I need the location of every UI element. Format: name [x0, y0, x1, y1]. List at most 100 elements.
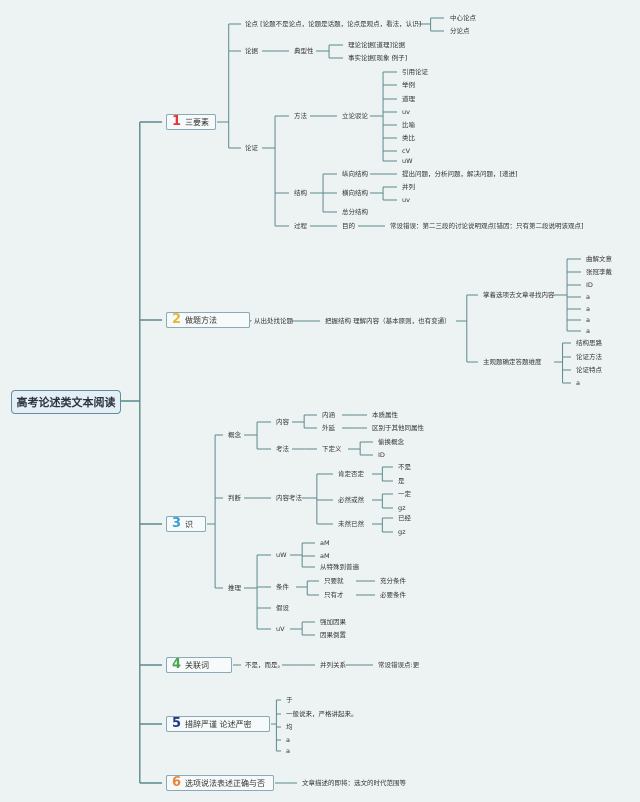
mindmap-node: 于: [286, 696, 293, 704]
mindmap-node: 必然或然: [338, 496, 364, 504]
mindmap-node: 是: [398, 477, 405, 485]
mindmap-node: 外延: [322, 424, 335, 432]
main-topic-label: 措辞严谨 论述严密: [185, 719, 252, 729]
main-topic-label: 选项说法表述正确与否: [185, 778, 266, 788]
mindmap-node: 方法: [294, 112, 307, 120]
mindmap-node: 只有才: [324, 591, 344, 599]
mindmap-node: 充分条件: [380, 577, 406, 585]
mindmap-node: 内容: [276, 418, 289, 426]
mindmap-node: 中心论点: [450, 14, 476, 22]
mindmap-node: 论据: [245, 47, 258, 55]
mindmap-node: 张冠李戴: [586, 268, 612, 276]
mindmap-node: 类比: [402, 134, 415, 142]
main-topic-label: 三要素: [185, 117, 210, 127]
mindmap-node: uv: [402, 108, 410, 116]
mindmap-node: 横向结构: [342, 189, 368, 197]
main-topic-number: 4: [172, 657, 182, 672]
mindmap-node: 分论点: [450, 27, 470, 35]
mindmap-node: a: [286, 747, 290, 755]
mindmap-node: gz: [398, 528, 406, 536]
mindmap-node: a: [586, 305, 590, 313]
mindmap-node: 典型性: [294, 47, 314, 55]
mindmap-node: 强加因果: [320, 618, 346, 626]
mindmap-node: aM: [320, 539, 330, 547]
mindmap-node: 本质属性: [372, 411, 398, 419]
mindmap-node: 均: [286, 723, 293, 731]
mindmap-node: 已经: [398, 514, 411, 522]
mindmap-node: uW: [402, 157, 413, 165]
mindmap-node: 结构: [294, 189, 307, 197]
mindmap-node: 文章描述的即将：选文的时代范围等: [302, 779, 406, 787]
mindmap-node: 条件: [276, 583, 289, 591]
mindmap-node: 只要就: [324, 577, 344, 585]
mindmap-node: uv: [402, 196, 410, 204]
mindmap-node: 并列关系: [320, 661, 346, 669]
mindmap-node: a: [586, 293, 590, 301]
mindmap-node: uW: [276, 551, 287, 559]
mindmap-node: 下定义: [322, 445, 342, 453]
mindmap-node: 概念: [228, 431, 241, 439]
mindmap-node: 不是: [398, 463, 411, 471]
mindmap-node: 过程: [294, 222, 307, 230]
mindmap-node: 掌着选项去文章寻找内容: [483, 291, 555, 299]
main-topic-number: 3: [172, 516, 182, 531]
mindmap-node: 判断: [228, 494, 241, 502]
mindmap-node: 把握结构 理解内容（基本原则，也有变通）: [325, 317, 451, 325]
main-topic-number: 2: [172, 312, 182, 327]
mindmap-node: 因果倒置: [320, 631, 346, 639]
mindmap-node: 总分结构: [342, 208, 368, 216]
mindmap-node: 比喻: [402, 121, 415, 129]
mindmap-node: gz: [398, 504, 406, 512]
mindmap-node: 区别于其他同属性: [372, 424, 424, 432]
mindmap-node: 必要条件: [380, 591, 406, 599]
mindmap-node: 举例: [402, 81, 415, 89]
mindmap-node: 偷换概念: [378, 438, 404, 446]
mindmap-node: 结构思路: [576, 339, 602, 347]
mindmap-node: aM: [320, 552, 330, 560]
mindmap-node: 肯定否定: [338, 470, 364, 478]
mindmap-node: 从出处找论题: [254, 317, 293, 325]
mindmap-node: 一般说来，严格讲起来。: [286, 710, 358, 718]
mindmap-node: 论证: [245, 144, 258, 152]
main-topic-number: 1: [172, 114, 182, 129]
mindmap-node: 论证特点: [576, 366, 602, 374]
mindmap-node: 纵向结构: [342, 170, 368, 178]
mindmap-node: ID: [586, 281, 593, 289]
mindmap-node: 论点 [论题不是论点，论题是话题，论点是观点，看法，认识]: [245, 20, 422, 28]
mindmap-node: cV: [402, 147, 411, 155]
main-topic-label: 识: [185, 519, 194, 529]
mindmap-node: 推理: [228, 584, 241, 592]
mindmap-node: 未然已然: [338, 520, 364, 528]
mindmap-node: 事实论据[现象 例子]: [348, 54, 408, 62]
mindmap-node: 并列: [402, 183, 415, 191]
mindmap-node: a: [576, 379, 580, 387]
mindmap-node: 一定: [398, 490, 411, 498]
mindmap-node: 主观题确定答题维度: [483, 358, 542, 366]
mindmap-node: 内容考法: [276, 494, 302, 502]
main-topic-number: 5: [172, 716, 182, 731]
mindmap-node: a: [586, 327, 590, 335]
mindmap-node: 常设错误点:更: [378, 661, 420, 669]
mindmap-node: 内涵: [322, 411, 335, 419]
mindmap-node: 道理: [402, 95, 415, 103]
mindmap-node: 引用论证: [402, 68, 428, 76]
mindmap-node: 考法: [276, 445, 289, 453]
mindmap-node: uV: [276, 625, 285, 633]
mindmap-node: a: [286, 736, 290, 744]
main-topic-label: 关联词: [185, 660, 210, 670]
mindmap-node: 目的: [342, 222, 355, 230]
main-topic-label: 做题方法: [185, 315, 218, 325]
mindmap-node: 从特殊到普遍: [320, 563, 359, 571]
main-topic-number: 6: [172, 775, 182, 790]
mindmap-node: 理论论据[道理]论据: [348, 41, 406, 49]
mindmap-node: 假设: [276, 604, 289, 612]
mindmap-node: 常设错误：第二三段的讨论说明观点[错因：只有第二段说明该观点]: [390, 222, 584, 230]
mindmap-node: 立论驳论: [342, 112, 368, 120]
